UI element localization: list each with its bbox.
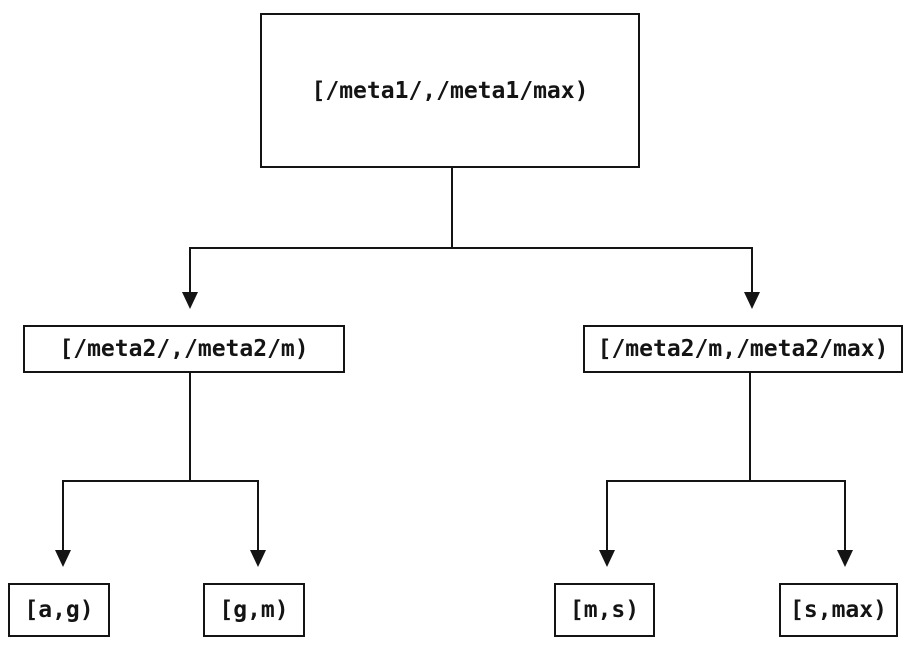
arrowhead-to-meta2-low (182, 292, 198, 309)
arrowhead-to-leaf-g-m (250, 550, 266, 567)
node-leaf-a-g: [a,g) (8, 583, 110, 637)
node-leaf-a-g-label: [a,g) (24, 597, 94, 623)
node-leaf-g-m: [g,m) (203, 583, 305, 637)
arrowhead-to-leaf-m-s (599, 550, 615, 567)
node-meta2-high-label: [/meta2/m,/meta2/max) (597, 336, 889, 362)
node-leaf-s-max: [s,max) (779, 583, 898, 637)
arrowhead-to-leaf-a-g (55, 550, 71, 567)
node-meta2-low-label: [/meta2/,/meta2/m) (59, 336, 309, 362)
node-leaf-g-m-label: [g,m) (219, 597, 289, 623)
node-meta2-high-range: [/meta2/m,/meta2/max) (583, 325, 903, 373)
node-root-meta1-range: [/meta1/,/meta1/max) (260, 13, 640, 168)
node-meta2-low-range: [/meta2/,/meta2/m) (23, 325, 345, 373)
arrowhead-to-meta2-high (744, 292, 760, 309)
node-leaf-m-s-label: [m,s) (569, 597, 640, 623)
node-root-label: [/meta1/,/meta1/max) (311, 77, 589, 104)
node-leaf-s-max-label: [s,max) (790, 597, 887, 623)
arrowhead-to-leaf-s-max (837, 550, 853, 567)
node-leaf-m-s: [m,s) (554, 583, 655, 637)
